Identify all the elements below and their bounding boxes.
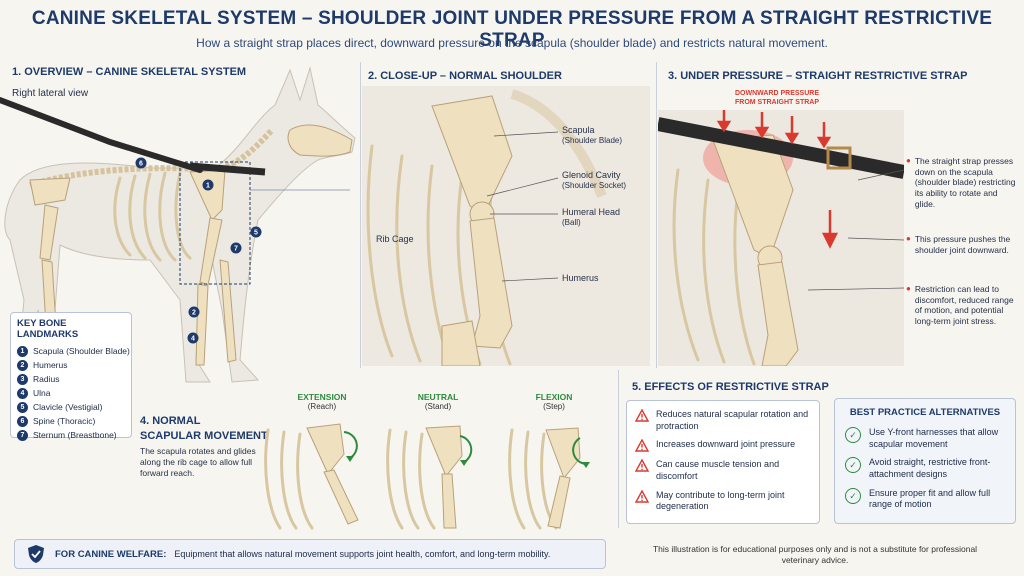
effect-item: Reduces natural scapular rotation and pr…: [635, 409, 811, 432]
svg-text:5: 5: [254, 230, 258, 237]
femur: [39, 204, 59, 261]
pressure-note-1: ●The straight strap presses down on the …: [906, 156, 1016, 209]
section1-view-label: Right lateral view: [12, 88, 89, 99]
best-practice-item: ✓Avoid straight, restrictive front-attac…: [845, 457, 1005, 480]
spine-closeup: [510, 89, 607, 198]
humerus-pressure: [757, 261, 799, 366]
closeup-region-box: [179, 161, 251, 285]
page-subtitle: How a straight strap places direct, down…: [196, 36, 828, 50]
check-icon: ✓: [845, 457, 861, 474]
under-pressure-illustration: [658, 110, 904, 366]
pressure-note-3: ●Restriction can lead to discomfort, red…: [906, 284, 1014, 326]
svg-text:7: 7: [234, 246, 238, 253]
straight-strap: [658, 117, 904, 179]
marker-2: [188, 306, 200, 318]
svg-text:4: 4: [191, 336, 195, 343]
normal-shoulder-closeup: [362, 86, 650, 366]
effect-item: May contribute to long-term joint degene…: [635, 489, 811, 513]
label-glenoid-cavity: Glenoid Cavity(Shoulder Socket): [562, 170, 627, 191]
rib-cage: [113, 171, 192, 262]
section2-heading: 2. CLOSE-UP – NORMAL SHOULDER: [368, 70, 562, 82]
scapula-closeup: [431, 95, 513, 215]
forearm-closeup: [441, 320, 481, 366]
marker-4: [187, 332, 199, 344]
movement-neutral: [386, 425, 473, 530]
section1-heading: 1. OVERVIEW – CANINE SKELETAL SYSTEM: [12, 66, 247, 78]
section5-heading: 5. EFFECTS OF RESTRICTIVE STRAP: [632, 381, 829, 393]
welfare-text: Equipment that allows natural movement s…: [174, 549, 551, 559]
shield-icon: [28, 545, 44, 563]
rotation-arrow: [459, 435, 473, 463]
landmarks-heading: KEY BONE LANDMARKS: [17, 318, 79, 340]
svg-text:6: 6: [139, 161, 143, 168]
phase-extension: EXTENSION (Reach): [297, 392, 347, 411]
pressure-note-2: ●This pressure pushes the shoulder joint…: [906, 234, 1011, 255]
marker-5: [250, 226, 262, 238]
humerus-overview: [199, 217, 223, 286]
phase-flexion: FLEXION (Step): [535, 392, 573, 411]
check-icon: ✓: [845, 427, 861, 443]
best-practice-item: ✓Ensure proper fit and allow full range …: [845, 487, 1005, 511]
landmark-markers: 1 2 4 6 7 5: [135, 157, 262, 344]
label-humeral-head: Humeral Head(Ball): [562, 207, 621, 228]
section3-heading: 3. UNDER PRESSURE – STRAIGHT RESTRICTIVE…: [668, 70, 968, 82]
movement-extension: [264, 423, 359, 530]
marker-7: [230, 242, 242, 254]
warning-icon: [635, 459, 649, 473]
rotation-arrow: [343, 431, 358, 459]
section2-panel: [360, 62, 651, 368]
warning-icon: [635, 409, 649, 422]
section5-divider: [618, 370, 619, 528]
effect-item: Can cause muscle tension and discomfort: [635, 459, 811, 482]
label-humerus: Humerus: [562, 273, 599, 283]
check-icon: ✓: [845, 487, 861, 504]
movement-flexion: [508, 427, 590, 530]
best-practice-box: BEST PRACTICE ALTERNATIVES ✓Use Y-front …: [834, 398, 1016, 524]
radius-overview: [195, 283, 209, 366]
welfare-banner: FOR CANINE WELFARE: Equipment that allow…: [14, 539, 606, 569]
leash: [0, 97, 203, 173]
svg-text:2: 2: [192, 310, 196, 317]
section4-text: The scapula rotates and glides along the…: [140, 446, 256, 479]
warning-icon: [635, 439, 649, 453]
skull: [287, 124, 353, 157]
front-leg-far: [219, 259, 237, 363]
svg-text:1: 1: [206, 183, 210, 190]
marker-6: [135, 157, 147, 169]
best-practice-heading: BEST PRACTICE ALTERNATIVES: [849, 407, 1001, 418]
phase-neutral: NEUTRAL (Stand): [417, 392, 459, 411]
section3-divider: [656, 62, 657, 368]
humerus-closeup: [469, 217, 513, 349]
scapular-movement-sequence: [264, 423, 590, 530]
effects-box: Reduces natural scapular rotation and pr…: [626, 400, 820, 524]
strap-buckle: [826, 146, 852, 170]
pelvis: [29, 177, 71, 206]
warning-icon: [635, 489, 649, 503]
disclaimer: This illustration is for educational pur…: [652, 544, 978, 566]
welfare-label: FOR CANINE WELFARE:: [55, 548, 167, 560]
rotation-arrow: [572, 437, 587, 465]
pressure-arrows: [716, 110, 839, 249]
best-practice-item: ✓Use Y-front harnesses that allow scapul…: [845, 427, 1005, 450]
straight-strap-overview: [189, 162, 266, 176]
page-title: CANINE SKELETAL SYSTEM – SHOULDER JOINT …: [31, 8, 993, 51]
label-rib-cage: Rib Cage: [376, 234, 414, 244]
effect-item: Increases downward joint pressure: [635, 439, 811, 453]
label-scapula: Scapula(Shoulder Blade): [562, 125, 623, 146]
marker-1: [202, 179, 214, 191]
